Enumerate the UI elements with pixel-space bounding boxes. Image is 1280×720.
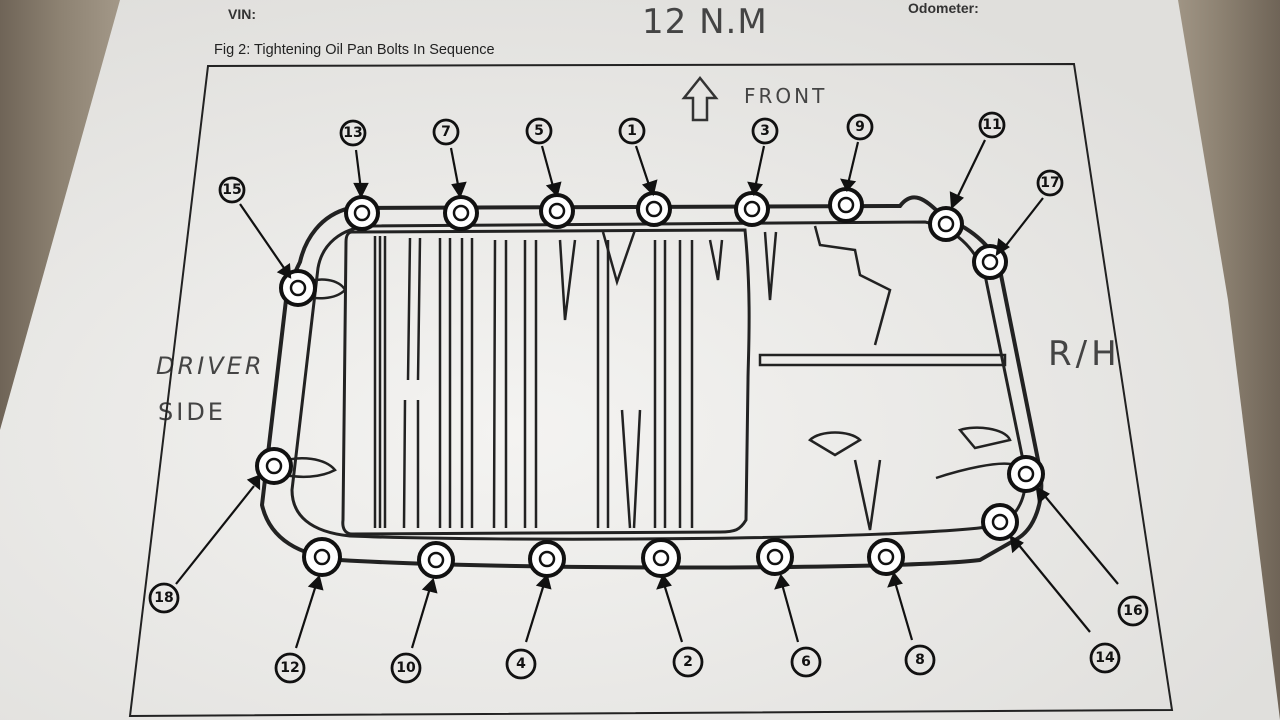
callout-label-11: 11: [982, 117, 1001, 133]
callout-label-13: 13: [343, 125, 362, 141]
vin-label: VIN:: [228, 6, 256, 22]
figure-frame: [128, 62, 1174, 718]
callout-label-16: 16: [1123, 603, 1142, 619]
callout-label-4: 4: [516, 656, 526, 672]
bolt-5: [539, 193, 575, 229]
callout-arrows: [175, 139, 1119, 649]
callout-circles: [148, 111, 1149, 684]
callout-label-15: 15: [222, 182, 241, 198]
pan-features: [279, 225, 1016, 531]
bolt-15: [279, 269, 317, 307]
pan-outline: [259, 195, 1044, 570]
callout-label-8: 8: [915, 652, 925, 668]
bolt-12: [302, 537, 342, 577]
callout-label-3: 3: [760, 123, 770, 139]
driver-side-line2: SIDE: [158, 398, 226, 426]
bolt-13: [344, 195, 380, 231]
callout-label-9: 9: [855, 119, 865, 135]
callout-label-14: 14: [1095, 650, 1115, 666]
bolt-18: [255, 447, 293, 485]
bolt-4: [528, 540, 566, 578]
callout-label-17: 17: [1040, 175, 1059, 191]
pan-ribs: [373, 229, 778, 529]
callout-label-12: 12: [280, 660, 299, 676]
bolt-7: [443, 195, 479, 231]
callout-label-6: 6: [801, 654, 811, 670]
callout-label-1: 1: [627, 123, 637, 139]
bolt-6: [756, 538, 794, 576]
callout-label-7: 7: [441, 124, 451, 140]
pan-inner-outline: [290, 220, 1027, 541]
bolt-16: [1007, 455, 1045, 493]
front-label: FRONT: [744, 84, 828, 108]
bolt-1: [636, 191, 672, 227]
callout-label-18: 18: [154, 590, 173, 606]
callout-label-5: 5: [534, 123, 544, 139]
bolt-3: [734, 191, 770, 227]
callout-label-2: 2: [683, 654, 693, 670]
front-arrow-icon: [681, 75, 719, 122]
bolt-11: [928, 206, 964, 242]
pan-tray: [341, 228, 751, 536]
callout-label-10: 10: [396, 660, 416, 676]
bolt-10: [417, 541, 455, 579]
odometer-label: Odometer:: [908, 0, 979, 16]
torque-handwritten: 12 N.M: [642, 2, 768, 42]
figure-title: Fig 2: Tightening Oil Pan Bolts In Seque…: [214, 42, 495, 58]
bolt-14: [981, 503, 1019, 541]
bolt-8: [867, 538, 905, 576]
rh-label: R/H: [1048, 334, 1121, 374]
bolt-2: [641, 538, 681, 578]
bolt-9: [828, 187, 864, 223]
